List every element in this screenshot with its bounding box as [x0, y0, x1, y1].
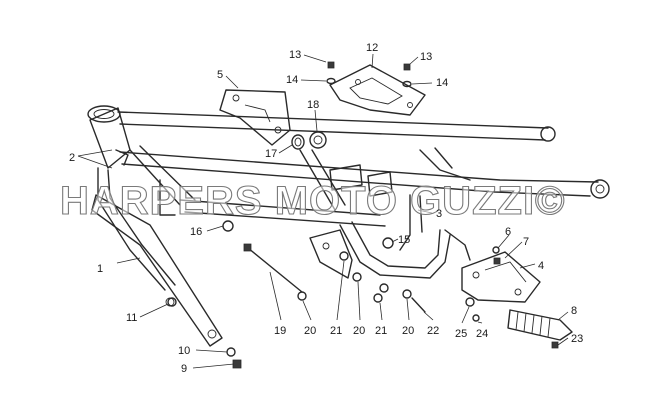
callout-14-right: 14	[436, 77, 448, 89]
callout-18: 18	[307, 99, 319, 111]
callout-15: 15	[398, 234, 410, 246]
side-plate	[91, 194, 223, 347]
callout-11: 11	[126, 312, 137, 324]
callout-20-c: 20	[402, 325, 414, 337]
rear-cradle	[339, 194, 471, 279]
engine-mount-plate	[309, 229, 353, 279]
callout-24: 24	[476, 328, 488, 340]
callout-16: 16	[190, 226, 202, 238]
callout-25: 25	[455, 328, 467, 340]
callout-9: 9	[181, 363, 187, 375]
callout-1: 1	[97, 263, 103, 275]
footpeg	[507, 309, 573, 341]
bushing-18	[309, 131, 327, 149]
callout-13-left: 13	[289, 49, 301, 61]
callout-13-right: 13	[420, 51, 432, 63]
callout-10: 10	[178, 345, 190, 357]
callout-19: 19	[274, 325, 286, 337]
callout-3: 3	[436, 208, 442, 220]
callout-12: 12	[366, 42, 378, 54]
callout-numbers: 1 2 3 4 5 6 7 8 9 10 11 12 13 13 14 14 1…	[69, 42, 583, 375]
fasteners	[115, 61, 559, 369]
plate-12	[329, 64, 426, 116]
main-frame	[87, 105, 610, 291]
callout-20-a: 20	[304, 325, 316, 337]
callout-17: 17	[265, 148, 277, 160]
bracket-5	[219, 89, 291, 146]
callout-22: 22	[427, 325, 439, 337]
callout-8: 8	[571, 305, 577, 317]
callout-4: 4	[538, 260, 544, 272]
callout-21-b: 21	[375, 325, 387, 337]
leader-lines	[77, 53, 569, 369]
callout-7: 7	[523, 236, 529, 248]
callout-2: 2	[69, 152, 75, 164]
callout-6: 6	[505, 226, 511, 238]
callout-21-a: 21	[330, 325, 342, 337]
callout-20-b: 20	[353, 325, 365, 337]
bushing-17	[291, 134, 305, 150]
callout-14-left: 14	[286, 74, 298, 86]
footrest-bracket	[461, 251, 541, 303]
watermark: HARPERS MOTO GUZZI©	[60, 179, 566, 223]
callout-23: 23	[571, 333, 583, 345]
callout-5: 5	[217, 69, 223, 81]
